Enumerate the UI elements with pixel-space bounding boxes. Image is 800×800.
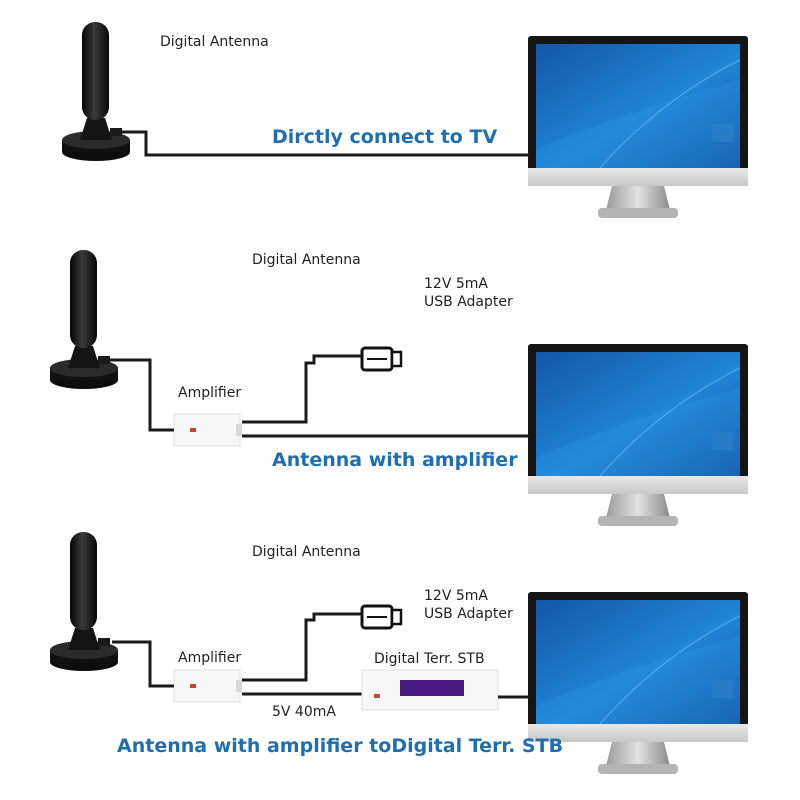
caption-antenna-with-amplifier: Antenna with amplifier bbox=[272, 449, 518, 471]
amplifier-label: Amplifier bbox=[178, 650, 242, 666]
amplifier-label: Amplifier bbox=[178, 385, 242, 401]
panel-3-artwork bbox=[50, 532, 749, 775]
antenna-icon bbox=[50, 532, 118, 671]
antenna-icon bbox=[50, 250, 118, 389]
amplifier-icon bbox=[173, 413, 243, 447]
usb-plug-icon bbox=[360, 604, 403, 630]
adapter-type-label: USB Adapter bbox=[424, 294, 513, 310]
antenna-icon bbox=[62, 22, 130, 161]
power-spec-label: 5V 40mA bbox=[272, 704, 336, 720]
caption-direct-connect: Dirctly connect to TV bbox=[272, 126, 498, 148]
panel-2-artwork bbox=[50, 250, 749, 527]
stb-label: Digital Terr. STB bbox=[374, 651, 485, 667]
antenna-label: Digital Antenna bbox=[252, 544, 361, 560]
caption-amplifier-to-stb: Antenna with amplifier toDigital Terr. S… bbox=[117, 735, 564, 757]
set-top-box-icon bbox=[361, 669, 499, 711]
panel-1-artwork bbox=[62, 22, 749, 219]
adapter-spec-label: 12V 5mA bbox=[424, 276, 488, 292]
adapter-type-label: USB Adapter bbox=[424, 606, 513, 622]
antenna-label: Digital Antenna bbox=[252, 252, 361, 268]
monitor-icon bbox=[527, 35, 749, 219]
amplifier-icon bbox=[173, 669, 243, 703]
usb-cable bbox=[242, 612, 362, 682]
monitor-icon bbox=[527, 343, 749, 527]
usb-cable bbox=[242, 354, 362, 424]
coax-cable bbox=[122, 130, 530, 157]
coax-cable bbox=[110, 358, 174, 432]
adapter-spec-label: 12V 5mA bbox=[424, 588, 488, 604]
antenna-label: Digital Antenna bbox=[160, 34, 269, 50]
coax-cable bbox=[112, 640, 174, 688]
usb-plug-icon bbox=[360, 346, 403, 372]
